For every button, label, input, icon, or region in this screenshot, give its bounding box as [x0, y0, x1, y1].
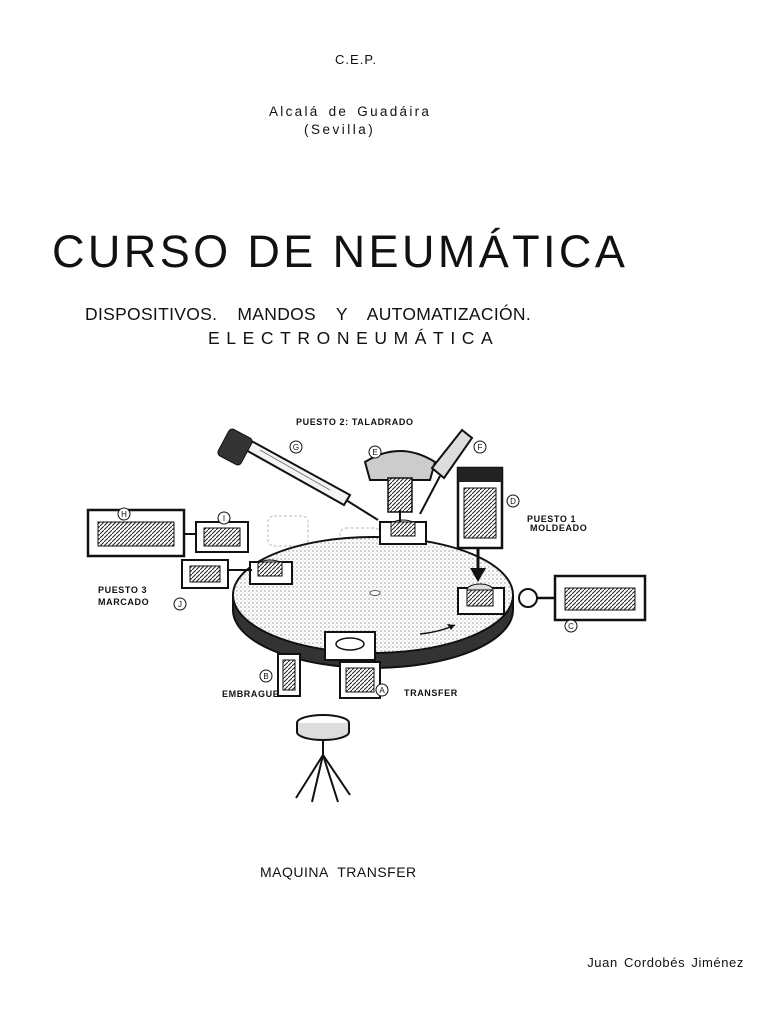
drill-cylinder-g	[217, 428, 379, 521]
svg-text:G: G	[293, 443, 299, 452]
fixture-front-station	[324, 631, 376, 661]
document-title: CURSO DE NEUMÁTICA	[52, 226, 629, 277]
subtitle-line-2: ELECTRONEUMÁTICA	[208, 328, 500, 348]
marker-a: A	[375, 683, 389, 697]
marker-c: C	[564, 619, 578, 633]
marker-e: E	[368, 445, 382, 459]
label-embrague: EMBRAGUE	[222, 689, 279, 699]
institution-name: C.E.P.	[335, 52, 377, 67]
author-name: Juan Cordobés Jiménez	[587, 955, 744, 970]
svg-text:B: B	[263, 672, 268, 681]
transfer-cylinder-a	[339, 661, 381, 699]
marker-d: D	[506, 494, 520, 508]
transfer-machine-illustration: PUESTO 2: TALADRADO PUESTO 1 MOLDEADO PU…	[86, 417, 647, 803]
fixture-molding-station	[457, 583, 505, 615]
svg-text:A: A	[379, 686, 385, 695]
label-moldeado: MOLDEADO	[530, 523, 587, 533]
svg-text:F: F	[478, 443, 483, 452]
svg-text:J: J	[178, 600, 182, 609]
label-puesto-2: PUESTO 2: TALADRADO	[296, 417, 414, 427]
molding-cylinder-d	[456, 466, 504, 582]
background-outlines	[267, 515, 381, 555]
ejector-cylinder-c	[518, 574, 647, 622]
svg-text:E: E	[372, 448, 377, 457]
label-transfer: TRANSFER	[404, 688, 458, 698]
svg-text:D: D	[510, 497, 516, 506]
svg-text:I: I	[223, 514, 225, 523]
figure-caption: MAQUINA TRANSFER	[260, 864, 417, 880]
marker-f: F	[473, 440, 487, 454]
label-marcado: MARCADO	[98, 597, 149, 607]
marking-cylinder-h	[86, 508, 200, 558]
press-cylinder-e	[363, 450, 437, 522]
fixture-drill-station	[379, 519, 427, 545]
city-name: Alcalá de Guadáira	[269, 104, 432, 119]
marker-g: G	[289, 440, 303, 454]
marking-cylinders-i-j	[181, 521, 252, 589]
marker-b: B	[259, 669, 273, 683]
label-puesto-3: PUESTO 3	[98, 585, 147, 595]
marker-h: H	[117, 507, 131, 521]
stand-stool	[295, 714, 351, 803]
marker-i: I	[217, 511, 231, 525]
svg-text:C: C	[568, 622, 574, 631]
clutch-cylinder-b	[277, 653, 301, 697]
svg-text:H: H	[121, 510, 127, 519]
angled-cylinder-f	[419, 428, 474, 515]
label-puesto-1: PUESTO 1	[527, 514, 576, 524]
subtitle-line-1: DISPOSITIVOS. MANDOS Y AUTOMATIZACIÓN.	[85, 304, 532, 324]
province-name: (Sevilla)	[304, 122, 376, 137]
marker-j: J	[173, 597, 187, 611]
fixture-marking-station	[249, 559, 293, 585]
